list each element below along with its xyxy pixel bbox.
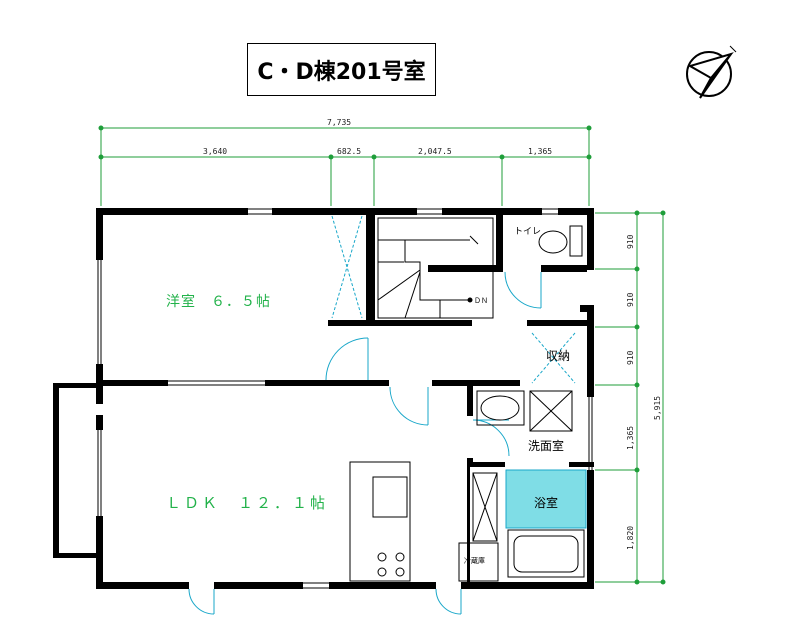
fixtures [349,225,587,582]
walls [53,208,594,589]
room-toilet-label: トイレ [514,227,542,237]
fridge-label: 冷蔵庫 [464,557,485,565]
room-ldk-label: ＬＤＫ １２．１帖 [166,494,329,512]
dim-seg-2: 682.5 [337,147,362,156]
dim-total: 7,735 [327,118,352,127]
page-title: C・D棟201号室 [257,59,426,85]
stairs [377,217,494,319]
room-bath-label: 浴室 [534,496,559,510]
dimension-lines [98,125,666,585]
stair-down-label: ＤＮ [474,297,488,305]
dim-seg-4: 1,365 [528,147,553,156]
north-arrow-icon [686,45,737,99]
dim-right-4: 1,365 [626,425,635,450]
dim-right-5: 1,820 [626,525,635,550]
room-washroom-label: 洗面室 [528,439,565,453]
title-box: C・D棟201号室 [247,43,436,96]
door-swings [188,271,542,615]
windows [97,208,593,589]
dim-right-3: 910 [626,350,635,365]
dim-depth: 5,915 [653,395,662,420]
dim-right-1: 910 [626,234,635,249]
room-storage-label: 収納 [546,349,571,363]
dim-right-2: 910 [626,292,635,307]
dim-seg-3: 2,047.5 [418,147,452,156]
closet-hatch [331,215,576,384]
dim-seg-1: 3,640 [203,147,228,156]
room-western-label: 洋室 ６．５帖 [166,294,271,310]
